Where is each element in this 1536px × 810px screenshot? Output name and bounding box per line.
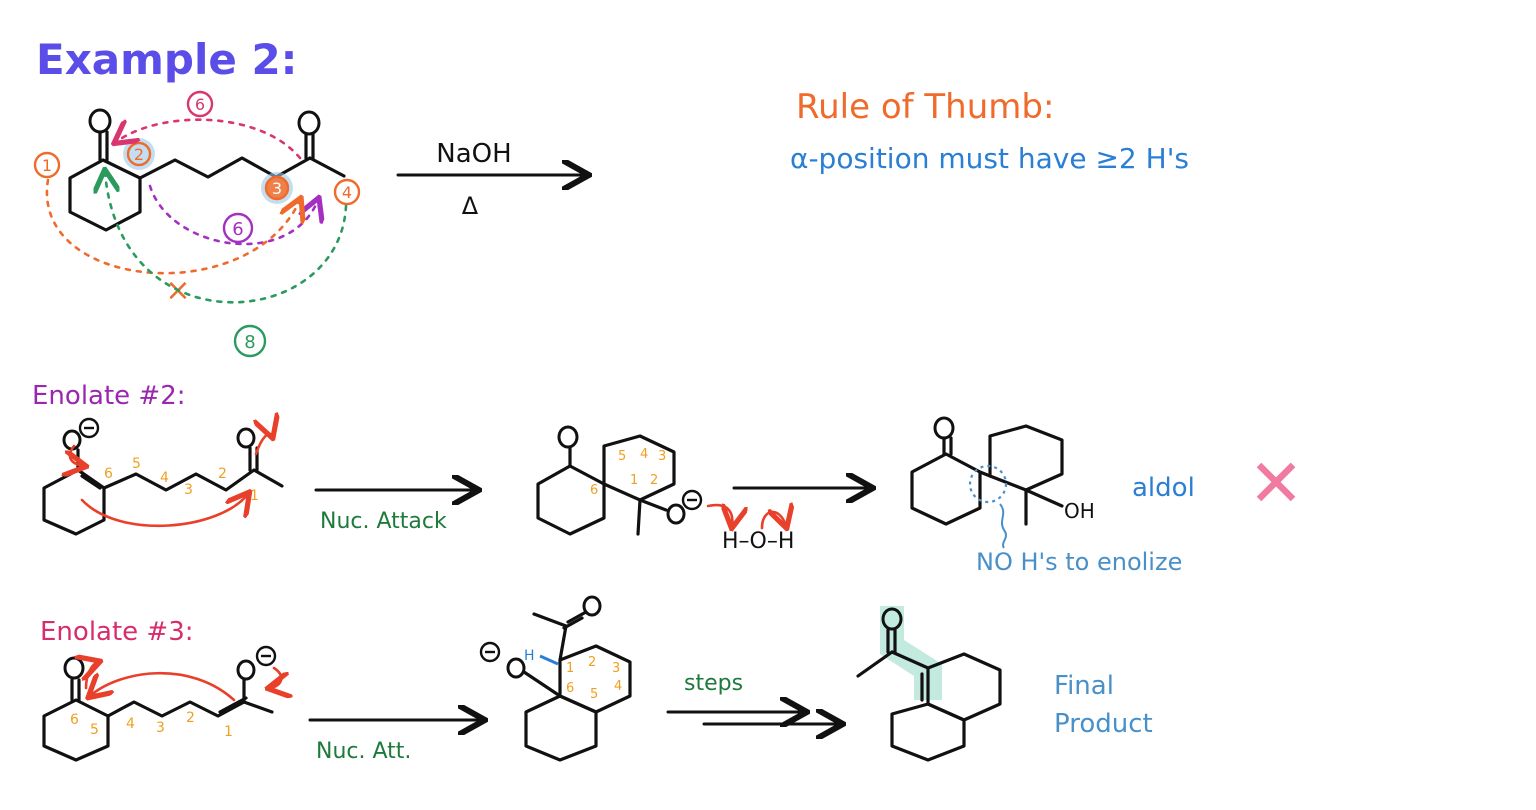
enolate3-step1-label: Nuc. Att. (316, 739, 411, 764)
svg-text:5: 5 (90, 722, 99, 738)
ring-size-label-purple: 6 (222, 212, 254, 244)
enolate2-charge (78, 417, 100, 439)
enolate2-heading: Enolate #2: (32, 381, 186, 411)
enolate3-red-arrow-carbonyl (86, 662, 98, 690)
svg-text:8: 8 (244, 332, 255, 353)
svg-text:6: 6 (566, 681, 574, 696)
enolate3-bicyclic-intermediate (506, 595, 632, 762)
water-label: H–O–H (722, 529, 794, 554)
svg-text:1: 1 (630, 473, 638, 488)
svg-text:6: 6 (70, 712, 79, 728)
enolate3-chain-numbers: 6 5 4 3 2 1 (70, 710, 233, 740)
reject-mark: ✕ (1248, 445, 1303, 522)
position-label-3: 3 (264, 175, 290, 201)
svg-text:3: 3 (184, 482, 193, 498)
ring-size-label-top: 6 (186, 90, 214, 118)
svg-text:2: 2 (588, 655, 596, 670)
steps-label: steps (684, 671, 743, 696)
squiggle-pointer (999, 503, 1007, 549)
enolate2-chain-numbers: 6 5 4 3 2 1 (104, 456, 259, 504)
bicyclic-charge (479, 641, 501, 663)
svg-text:5: 5 (590, 687, 598, 702)
svg-text:1: 1 (42, 156, 52, 175)
alkoxide-charge (681, 489, 703, 511)
enolate2-red-arrow-o (70, 444, 84, 466)
svg-text:4: 4 (160, 470, 169, 486)
example-molecule (68, 108, 346, 232)
h-bond-blue (539, 654, 559, 666)
arc-orange (45, 178, 300, 275)
svg-text:5: 5 (132, 456, 141, 472)
ring-size-label-green: 8 (233, 324, 267, 358)
arc-pink-top (116, 118, 302, 160)
page-title: Example 2: (36, 35, 297, 84)
water-red-arrow (760, 512, 786, 528)
reagent-naoh: NaOH (436, 139, 511, 169)
enolate3-charge (255, 645, 277, 667)
reagent-heat: Δ (462, 192, 479, 220)
svg-text:2: 2 (186, 710, 195, 726)
enolate3-red-arrow-o (270, 666, 281, 688)
position-label-4: 4 (333, 178, 361, 206)
final-label-line1: Final (1054, 671, 1114, 701)
arc-purple (148, 184, 318, 246)
rule-text: α-position must have ≥2 H's (790, 142, 1189, 175)
svg-text:3: 3 (612, 661, 620, 676)
arc-green (105, 172, 348, 304)
svg-text:6: 6 (104, 466, 113, 482)
enolate2-step1-label: Nuc. Attack (320, 509, 447, 534)
h-label: H (524, 648, 535, 664)
svg-text:2: 2 (134, 145, 144, 164)
enolate2-spiro-intermediate (536, 425, 686, 536)
svg-text:3: 3 (272, 179, 282, 198)
svg-text:1: 1 (566, 661, 574, 676)
enolate3-red-arrow-attack (90, 671, 236, 702)
aldol-label: aldol (1132, 473, 1195, 503)
aldol-oh-label: OH (1064, 499, 1095, 523)
svg-text:3: 3 (156, 720, 165, 736)
enolate2-red-arrow-attack (80, 494, 248, 528)
svg-text:6: 6 (590, 483, 598, 498)
svg-text:2: 2 (650, 473, 658, 488)
alkoxide-red-arrow (706, 505, 732, 526)
enolate3-structure (42, 656, 274, 762)
final-label-line2: Product (1054, 709, 1153, 739)
quaternary-center-circle (968, 464, 1008, 504)
svg-text:4: 4 (614, 679, 622, 694)
enolate3-heading: Enolate #3: (40, 617, 194, 647)
enolate2-red-arrow-carbonyl (256, 434, 272, 456)
enolate2-aldol-product (910, 416, 1064, 526)
position-label-1: 1 (33, 151, 61, 179)
svg-text:1: 1 (224, 724, 233, 740)
svg-text:2: 2 (218, 466, 227, 482)
rule-heading: Rule of Thumb: (796, 87, 1054, 127)
svg-text:4: 4 (640, 447, 648, 462)
spiro-ring-numbers: 6 1 2 5 4 3 (590, 447, 666, 498)
svg-text:1: 1 (250, 488, 259, 504)
final-product (856, 607, 1002, 762)
bicyclic-ring-numbers: 1 2 3 6 5 4 (566, 655, 622, 702)
svg-text:4: 4 (126, 716, 135, 732)
svg-text:6: 6 (195, 95, 205, 114)
no-enolize-note: NO H's to enolize (976, 548, 1182, 576)
svg-text:6: 6 (232, 219, 243, 240)
svg-text:3: 3 (658, 449, 666, 464)
svg-text:5: 5 (618, 449, 626, 464)
svg-text:4: 4 (342, 183, 352, 202)
